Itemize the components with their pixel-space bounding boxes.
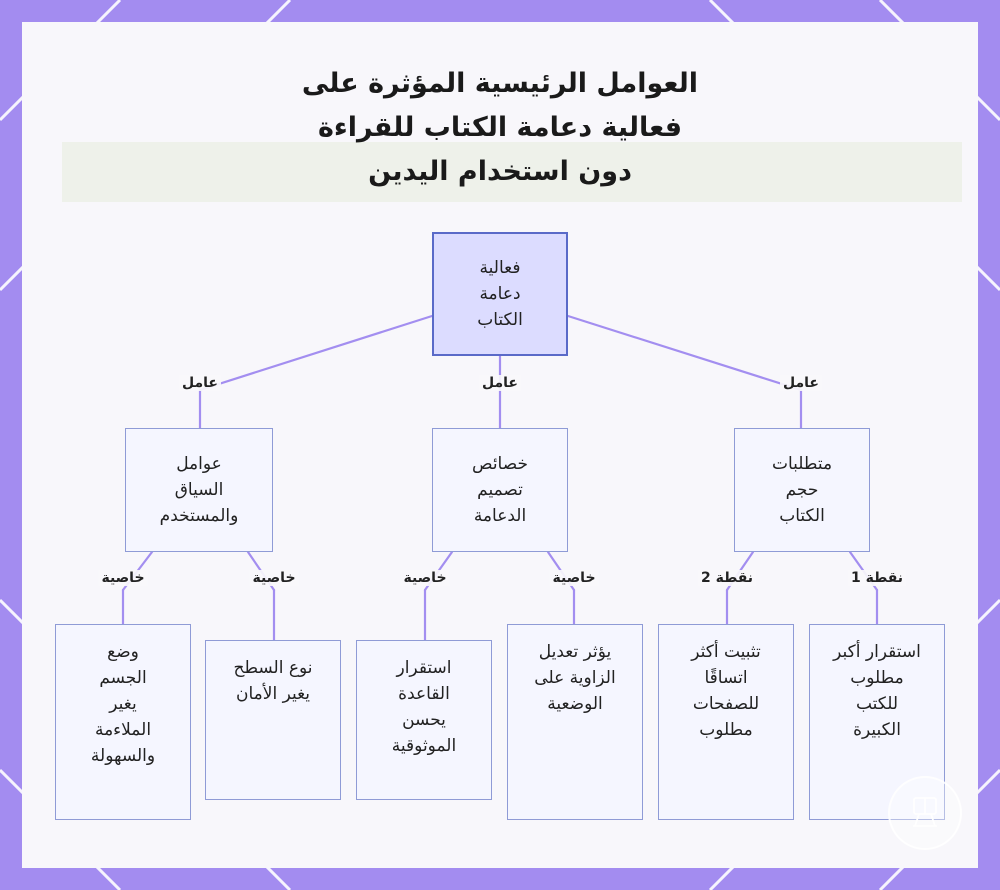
background-blur xyxy=(62,142,962,202)
title-line-2: فعالية دعامة الكتاب للقراءة xyxy=(317,112,683,143)
edge-label-point-2: نقطة 2 xyxy=(697,570,757,586)
watermark-logo xyxy=(888,776,962,850)
node-root: فعالية دعامة الكتاب xyxy=(432,232,568,356)
edge-root-size xyxy=(566,314,803,392)
edge-root-context xyxy=(198,314,434,392)
title-line-1: العوامل الرئيسية المؤثرة على xyxy=(301,68,699,99)
edge-label-property-surface: خاصية xyxy=(249,570,299,586)
edge-label-point-1: نقطة 1 xyxy=(847,570,907,586)
edge-label-factor-context: عامل xyxy=(179,375,221,391)
title-line-3: دون استخدام اليدين xyxy=(368,156,632,187)
diagram-title: العوامل الرئيسية المؤثرة على فعالية دعام… xyxy=(250,62,750,194)
edge-label-factor-size: عامل xyxy=(780,375,822,391)
node-angle-adjustment: يؤثر تعديل الزاوية على الوضعية xyxy=(507,624,643,820)
edge-label-property-posture: خاصية xyxy=(98,570,148,586)
node-stand-design-properties: خصائص تصميم الدعامة xyxy=(432,428,568,552)
node-body-posture: وضع الجسم يغير الملاءمة والسهولة xyxy=(55,624,191,820)
book-stand-icon xyxy=(913,797,937,827)
node-surface-type: نوع السطح يغير الأمان xyxy=(205,640,341,800)
edge-label-property-angle: خاصية xyxy=(549,570,599,586)
node-context-user-factors: عوامل السياق والمستخدم xyxy=(125,428,273,552)
node-base-stability: استقرار القاعدة يحسن الموثوقية xyxy=(356,640,492,800)
edge-label-property-base: خاصية xyxy=(400,570,450,586)
node-consistent-page-holding: تثبيت أكثر اتساقًا للصفحات مطلوب xyxy=(658,624,794,820)
edge-label-factor-design: عامل xyxy=(479,375,521,391)
node-book-size-requirements: متطلبات حجم الكتاب xyxy=(734,428,870,552)
